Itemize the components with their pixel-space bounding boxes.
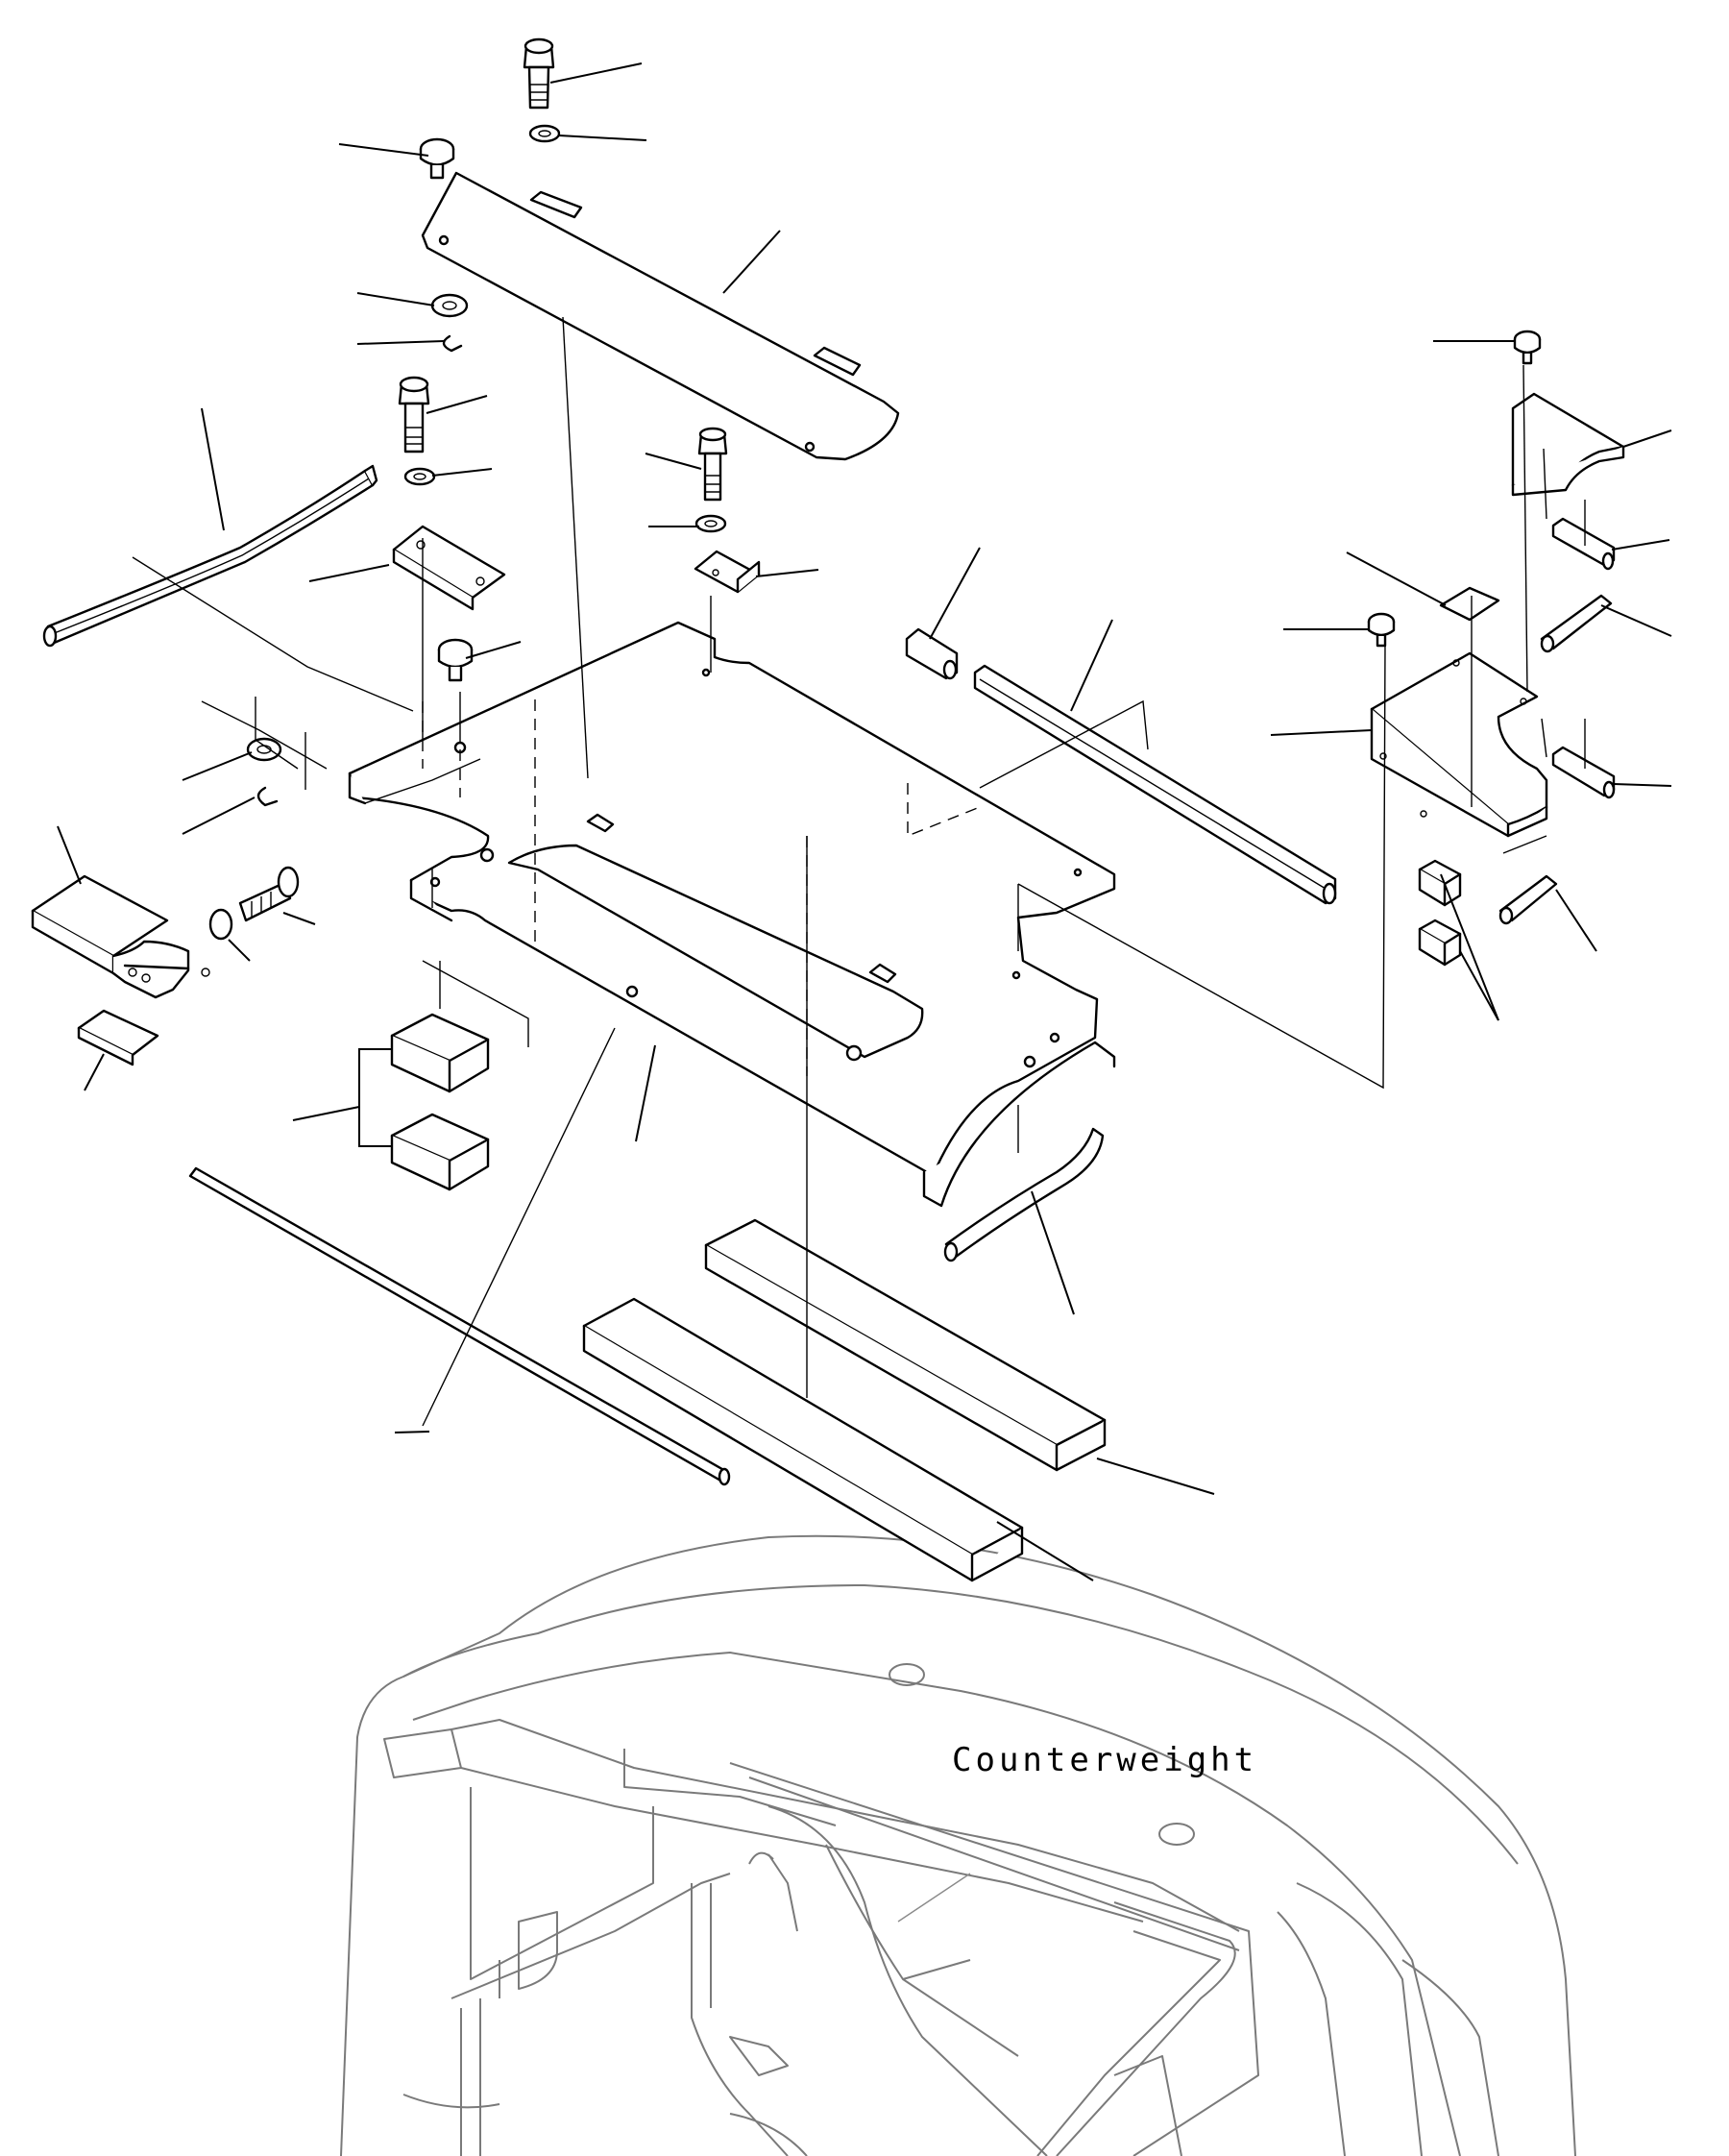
cover-bracket-right (1370, 651, 1548, 838)
foam-block-2 (582, 1297, 1024, 1582)
bolt-centre (697, 427, 728, 502)
seal-right-3 (1551, 746, 1616, 799)
leader-lines (57, 62, 1672, 1581)
seal-right-1 (1551, 517, 1616, 571)
counterweight-label: Counterweight (952, 1741, 1257, 1779)
pad-far-left (77, 1009, 159, 1066)
small-seal-1 (905, 627, 959, 680)
clip-left (442, 334, 463, 353)
foam-block-1 (704, 1218, 1107, 1472)
bracket-centre (694, 550, 761, 594)
washer-far-left (246, 737, 282, 762)
washer-centre (694, 514, 727, 533)
block-small-1 (390, 1013, 490, 1093)
block-right-2 (1418, 919, 1462, 967)
block-right-1 (1418, 859, 1462, 907)
long-rod (188, 1166, 731, 1486)
top-bolt (523, 37, 555, 110)
knob-right-mid (1367, 612, 1396, 648)
centre-seal-strip (973, 664, 1337, 905)
seal-right-4 (1498, 874, 1558, 925)
washer-left (430, 293, 469, 318)
label-plate (1439, 586, 1500, 622)
bracket-left (392, 525, 506, 611)
top-cover (421, 171, 900, 461)
curved-seal (943, 1127, 1105, 1262)
knob-top-left (419, 137, 455, 180)
knob-right-top (1513, 330, 1542, 365)
bolt-far-left (238, 866, 300, 922)
clip-far-left (256, 786, 279, 807)
assembly-lines (132, 316, 1586, 1427)
top-washer (528, 124, 561, 143)
left-seal-strip (42, 464, 378, 648)
corner-bracket-right (1511, 392, 1625, 497)
seal-right-2 (1540, 594, 1613, 653)
bolt-left-mid (398, 376, 430, 453)
counterweight-body (340, 1534, 1576, 2156)
washer-far-left-2 (208, 908, 233, 941)
washer-left-mid (403, 467, 436, 486)
block-small-2 (390, 1113, 490, 1191)
bracket-far-left (31, 874, 210, 999)
knob-mid (437, 638, 474, 682)
main-floor-panel (348, 621, 1116, 1208)
